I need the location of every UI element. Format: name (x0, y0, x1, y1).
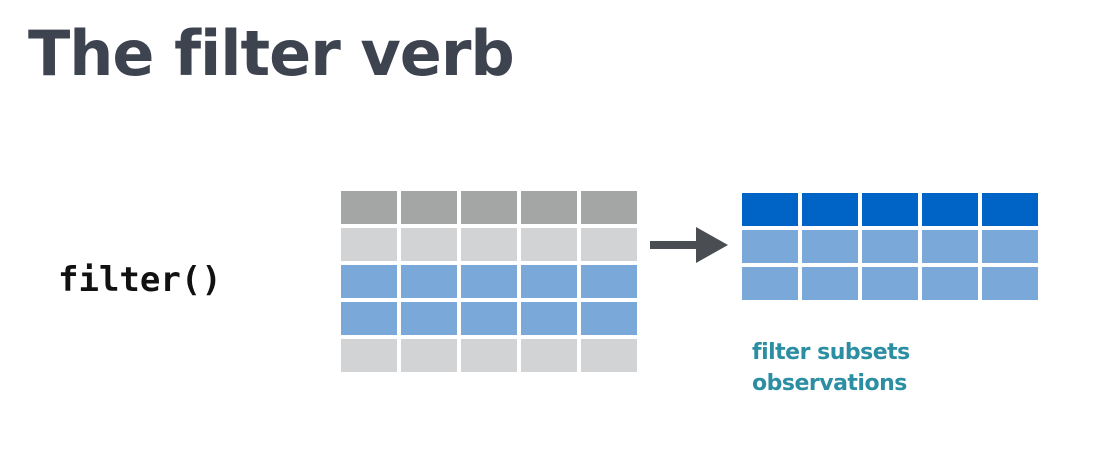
input-table (341, 191, 637, 372)
input-kept-cell (341, 265, 397, 298)
input-dropped-cell (581, 339, 637, 372)
input-dropped-cell (461, 228, 517, 261)
input-kept-cell (521, 302, 577, 335)
input-header-cell (401, 191, 457, 224)
output-kept-cell (862, 230, 918, 263)
input-dropped-cell (461, 339, 517, 372)
input-dropped-cell (581, 228, 637, 261)
input-dropped-cell (401, 339, 457, 372)
page-title: The filter verb (28, 17, 515, 90)
input-kept-cell (461, 265, 517, 298)
input-header-cell (461, 191, 517, 224)
input-header-cell (341, 191, 397, 224)
output-out-header-cell (742, 193, 798, 226)
arrow-right-icon (650, 227, 728, 263)
output-out-header-cell (802, 193, 858, 226)
output-kept-cell (982, 230, 1038, 263)
caption-line-1: filter subsets (752, 340, 910, 365)
input-kept-cell (401, 265, 457, 298)
output-kept-cell (742, 267, 798, 300)
output-out-header-cell (922, 193, 978, 226)
arrow-head (696, 227, 728, 263)
input-kept-cell (401, 302, 457, 335)
output-kept-cell (922, 230, 978, 263)
output-out-header-cell (982, 193, 1038, 226)
input-header-cell (521, 191, 577, 224)
output-kept-cell (862, 267, 918, 300)
output-kept-cell (802, 267, 858, 300)
output-kept-cell (802, 230, 858, 263)
input-header-cell (581, 191, 637, 224)
caption: filter subsets observations (752, 337, 910, 399)
output-kept-cell (742, 230, 798, 263)
input-dropped-cell (341, 228, 397, 261)
input-dropped-cell (521, 339, 577, 372)
input-kept-cell (581, 265, 637, 298)
input-kept-cell (581, 302, 637, 335)
input-dropped-cell (521, 228, 577, 261)
output-kept-cell (922, 267, 978, 300)
caption-line-2: observations (752, 371, 907, 396)
output-table (742, 193, 1038, 300)
input-dropped-cell (341, 339, 397, 372)
function-label: filter() (58, 260, 222, 300)
input-kept-cell (461, 302, 517, 335)
input-kept-cell (521, 265, 577, 298)
arrow-shaft (650, 241, 700, 249)
output-kept-cell (982, 267, 1038, 300)
output-out-header-cell (862, 193, 918, 226)
input-kept-cell (341, 302, 397, 335)
input-dropped-cell (401, 228, 457, 261)
